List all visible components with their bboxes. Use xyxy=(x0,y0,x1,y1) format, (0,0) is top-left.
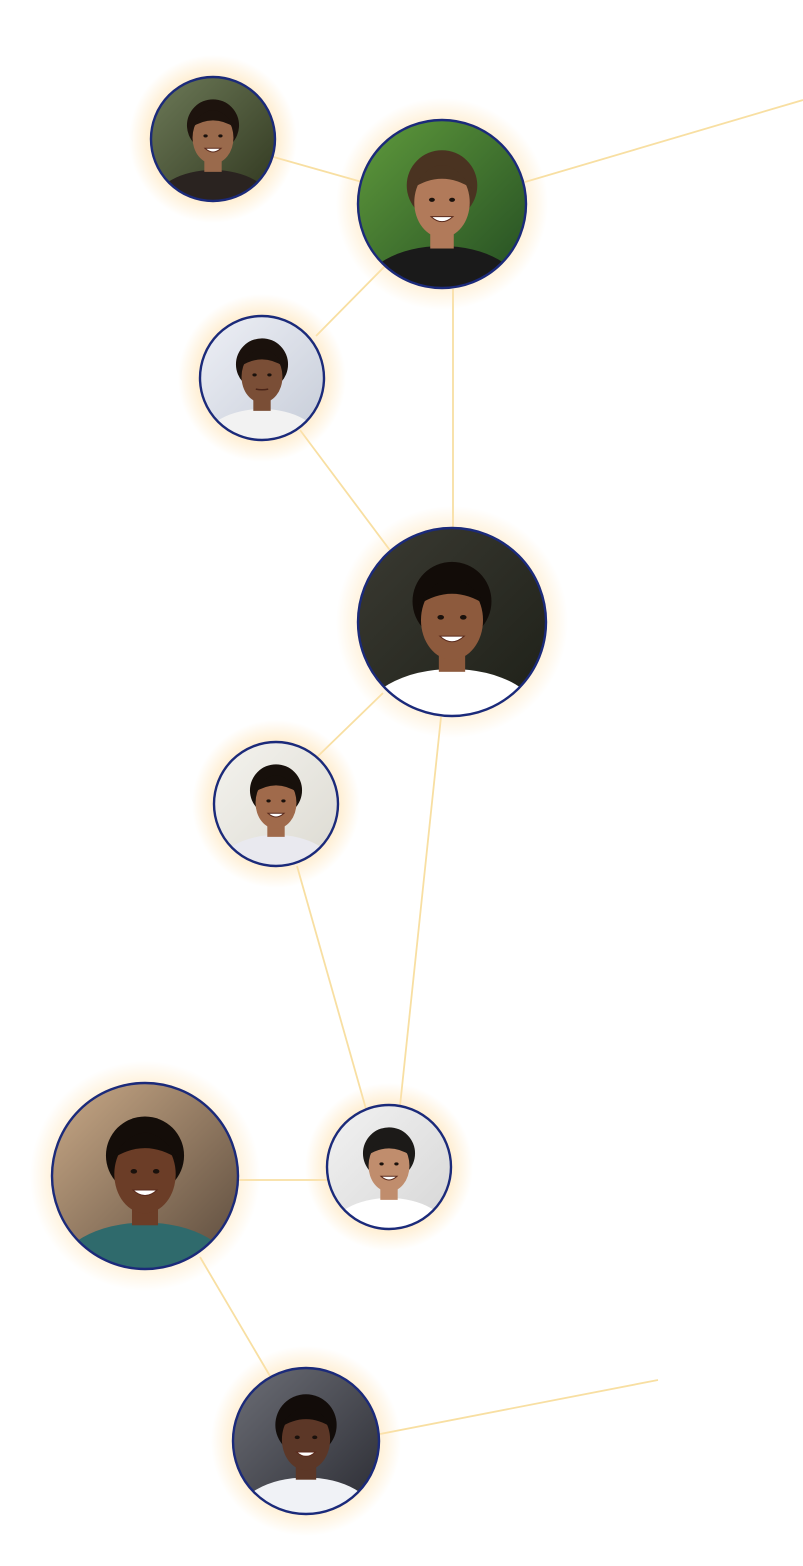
connector-line xyxy=(524,99,803,183)
avatar-border xyxy=(325,1103,453,1231)
avatar-photo xyxy=(151,77,275,201)
connector-line xyxy=(199,1256,271,1377)
connector-line xyxy=(379,1379,659,1435)
connector-line xyxy=(399,716,442,1107)
avatar-photo xyxy=(200,316,324,440)
avatar-border xyxy=(356,526,548,718)
avatar-photo xyxy=(358,528,546,716)
avatar-border xyxy=(149,75,277,203)
avatar-border xyxy=(356,118,528,290)
avatar-photo xyxy=(327,1105,451,1229)
avatar-border xyxy=(198,314,326,442)
avatar-group xyxy=(30,55,568,1536)
avatar-photo xyxy=(52,1083,238,1269)
avatar-photo xyxy=(214,742,338,866)
avatar-border xyxy=(212,740,340,868)
avatar-photo xyxy=(233,1368,379,1514)
avatar-border xyxy=(231,1366,381,1516)
avatar-border xyxy=(50,1081,240,1271)
connector-line xyxy=(296,865,367,1110)
avatar-photo xyxy=(358,120,526,288)
connector-line xyxy=(299,429,393,554)
